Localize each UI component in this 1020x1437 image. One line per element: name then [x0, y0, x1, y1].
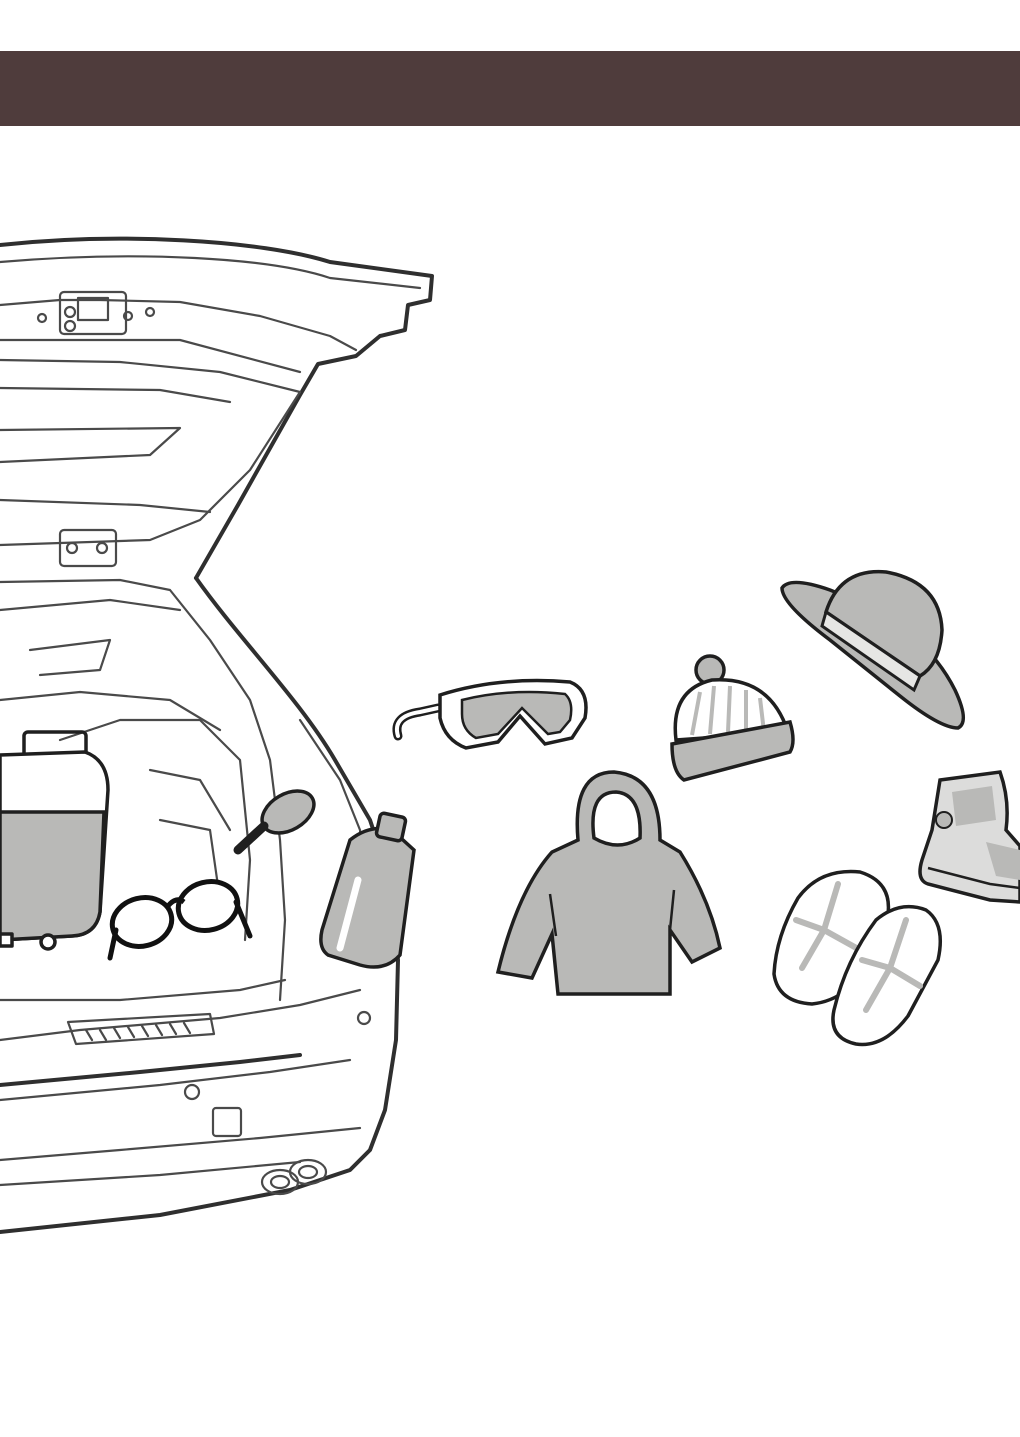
sunglasses-icon	[107, 879, 253, 961]
bottle-icon	[319, 811, 416, 969]
car-trunk-icon	[0, 236, 434, 1234]
suitcase-icon	[0, 730, 110, 951]
ski-boot-icon	[918, 770, 1020, 904]
ski-goggles-icon	[392, 678, 588, 750]
beanie-icon	[670, 654, 795, 782]
sun-hat-icon	[780, 569, 965, 730]
flip-flops-icon	[772, 869, 942, 1047]
hairbrush-icon	[233, 789, 316, 855]
header-band	[0, 51, 1020, 126]
hoodie-icon	[495, 770, 722, 996]
